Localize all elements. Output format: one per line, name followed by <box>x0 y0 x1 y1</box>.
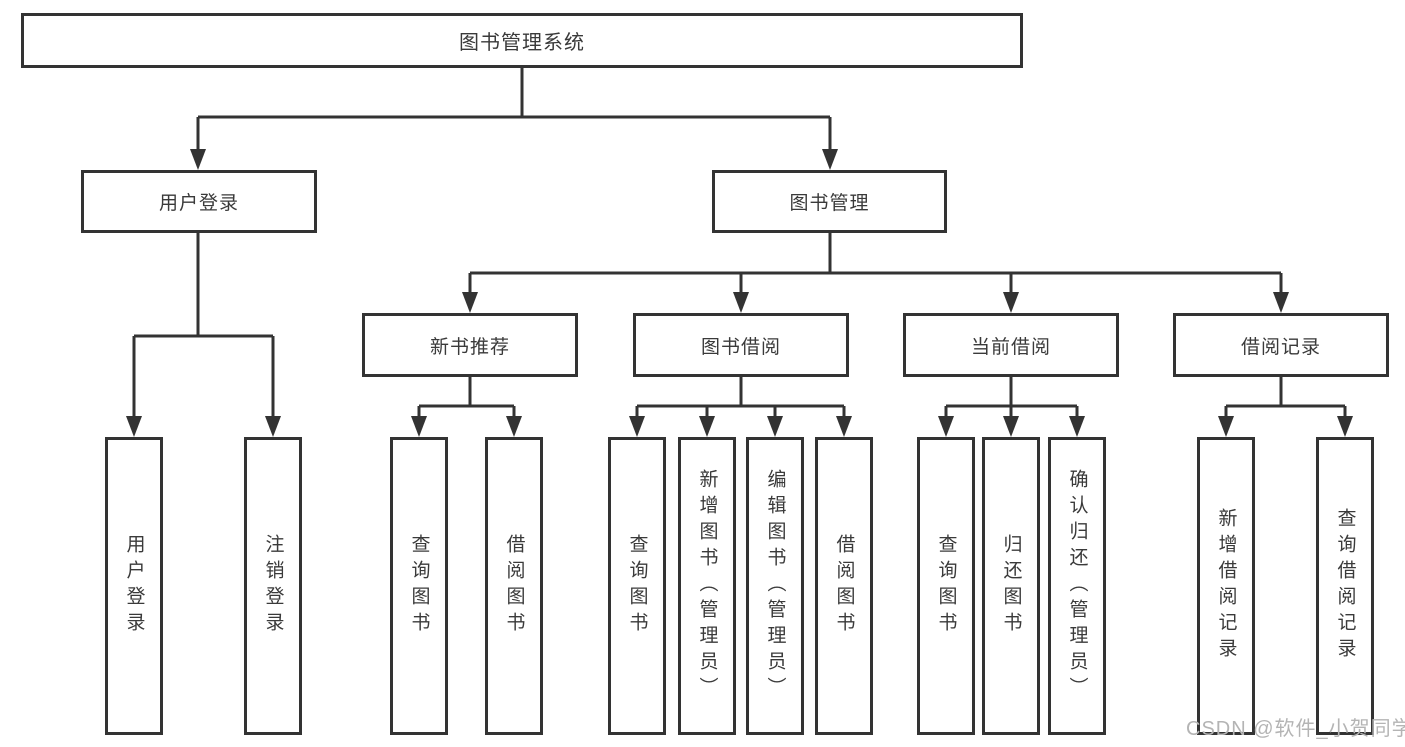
node-label: 确认归还（管理员） <box>1066 469 1088 703</box>
node-leaf-user-login: 用户登录 <box>105 437 163 735</box>
node-label: 编辑图书（管理员） <box>764 469 786 703</box>
node-leaf-borrow-books: 借阅图书 <box>815 437 873 735</box>
node-leaf-query-books-current: 查询图书 <box>917 437 975 735</box>
node-label: 新增借阅记录 <box>1215 508 1237 664</box>
node-borrow-records: 借阅记录 <box>1173 313 1389 377</box>
node-book-management: 图书管理 <box>712 170 947 233</box>
node-leaf-edit-book-admin: 编辑图书（管理员） <box>746 437 804 735</box>
node-label: 查询图书 <box>408 534 430 638</box>
node-current-borrow: 当前借阅 <box>903 313 1119 377</box>
node-new-book-recommend: 新书推荐 <box>362 313 578 377</box>
node-label: 新增图书（管理员） <box>696 469 718 703</box>
node-label: 图书管理 <box>789 193 870 214</box>
node-label: 查询图书 <box>626 534 648 638</box>
node-label: 图书借阅 <box>700 336 781 358</box>
node-leaf-query-books-recommend: 查询图书 <box>390 437 448 735</box>
node-label: 注销登录 <box>262 534 284 638</box>
node-library-management-system: 图书管理系统 <box>21 13 1023 68</box>
node-user-login: 用户登录 <box>81 170 317 233</box>
node-leaf-query-borrow-record: 查询借阅记录 <box>1316 437 1374 735</box>
node-leaf-query-books-borrow: 查询图书 <box>608 437 666 735</box>
node-book-borrow: 图书借阅 <box>633 313 849 377</box>
node-label: 图书管理系统 <box>459 32 585 54</box>
node-leaf-logout: 注销登录 <box>244 437 302 735</box>
node-label: 当前借阅 <box>970 336 1051 358</box>
node-label: 归还图书 <box>1000 534 1022 638</box>
node-label: 借阅图书 <box>833 534 855 638</box>
node-label: 用户登录 <box>158 193 239 214</box>
node-label: 借阅图书 <box>503 534 525 638</box>
node-leaf-return-book: 归还图书 <box>982 437 1040 735</box>
node-leaf-add-book-admin: 新增图书（管理员） <box>678 437 736 735</box>
node-label: 新书推荐 <box>429 336 510 358</box>
node-leaf-borrow-books-recommend: 借阅图书 <box>485 437 543 735</box>
node-label: 用户登录 <box>123 534 145 638</box>
node-label: 查询图书 <box>935 534 957 638</box>
node-label: 查询借阅记录 <box>1334 508 1356 664</box>
node-leaf-add-borrow-record: 新增借阅记录 <box>1197 437 1255 735</box>
node-leaf-confirm-return-admin: 确认归还（管理员） <box>1048 437 1106 735</box>
csdn-watermark: CSDN @软件_小贺同学 <box>1186 718 1405 740</box>
node-label: 借阅记录 <box>1240 336 1321 358</box>
